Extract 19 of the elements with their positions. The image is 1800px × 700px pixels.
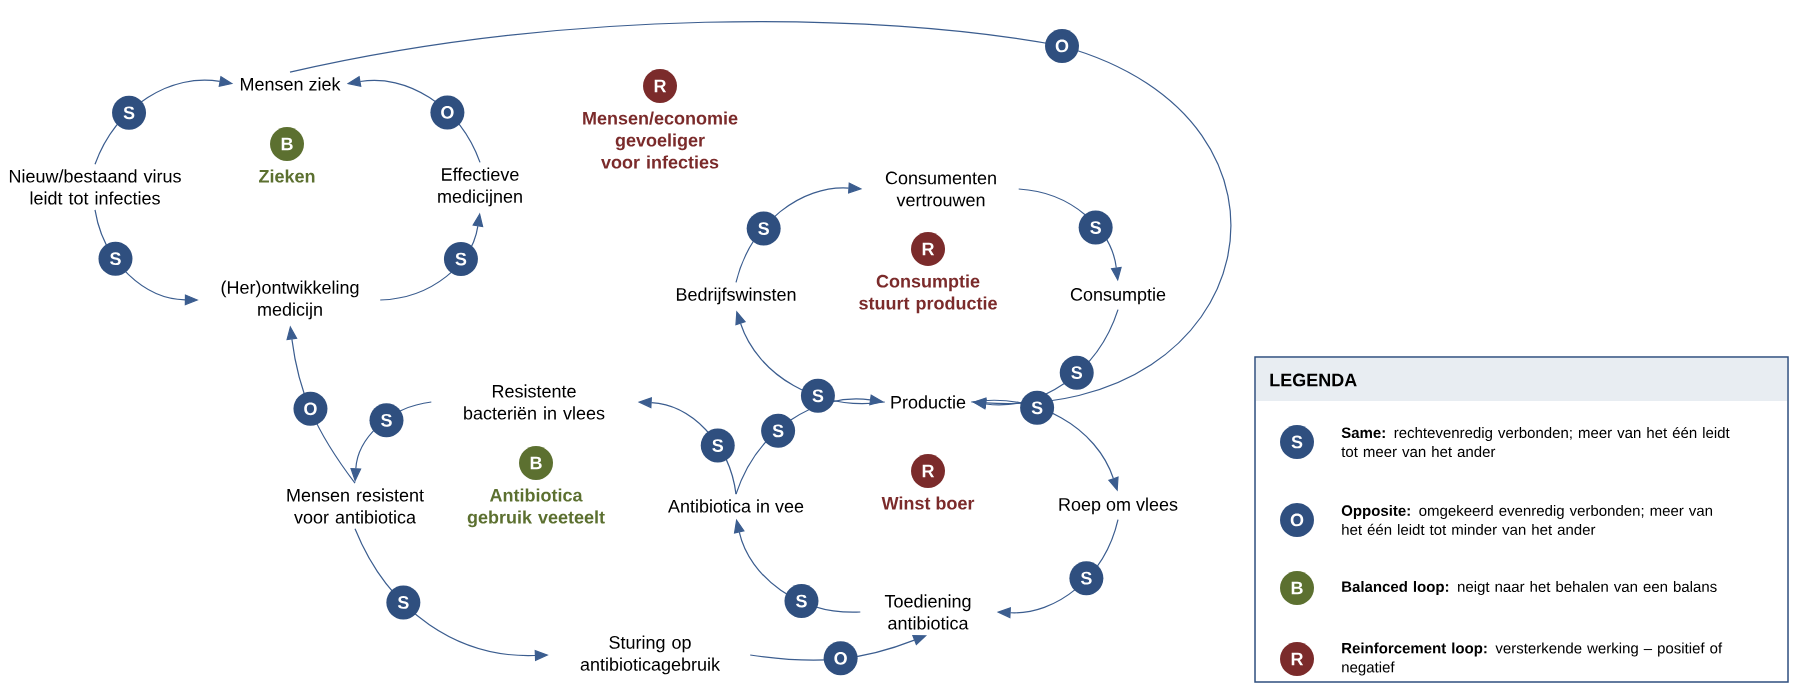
legend-text: Balanced loop: neigt naar het behalen van een balans xyxy=(1342,581,1717,595)
legend-text: Opposite: omgekeerd evenredig verbonden; meer van het één leidt tot minder van het ander xyxy=(1341,505,1712,535)
legend-text: Same: rechtevenredig verbonden; meer van het één leidt tot meer van het ander xyxy=(1341,426,1730,458)
variable-label: Resistente bacteriën in vlees xyxy=(464,384,605,420)
variable-label: Toediening antibiotica xyxy=(884,594,971,630)
variable-label: Consumptie xyxy=(1070,287,1166,305)
variable-label: Consumenten vertrouwen xyxy=(885,171,996,207)
variable-label: Productie xyxy=(891,395,966,409)
variable-label: Sturing op antibioticagebruik xyxy=(580,635,721,675)
variable-label: Roep om vlees xyxy=(1059,497,1178,515)
variable-label: Antibiotica in vee xyxy=(668,499,804,513)
variable-label: Effectieve medicijnen xyxy=(438,167,522,207)
variable-label: (Her)ontwikkeling medicijn xyxy=(221,280,359,320)
variable-label: Mensen resistent voor antibiotica xyxy=(287,488,424,524)
legend-text: Reinforcement loop: versterkende werking – positief of negatief xyxy=(1342,642,1723,676)
variable-label: Nieuw/bestaand virus leidt tot infecties xyxy=(9,169,181,205)
variable-label: Mensen ziek xyxy=(240,77,341,91)
legend-header: LEGENDA xyxy=(1256,358,1787,401)
variable-label: Bedrijfswinsten xyxy=(676,287,796,305)
